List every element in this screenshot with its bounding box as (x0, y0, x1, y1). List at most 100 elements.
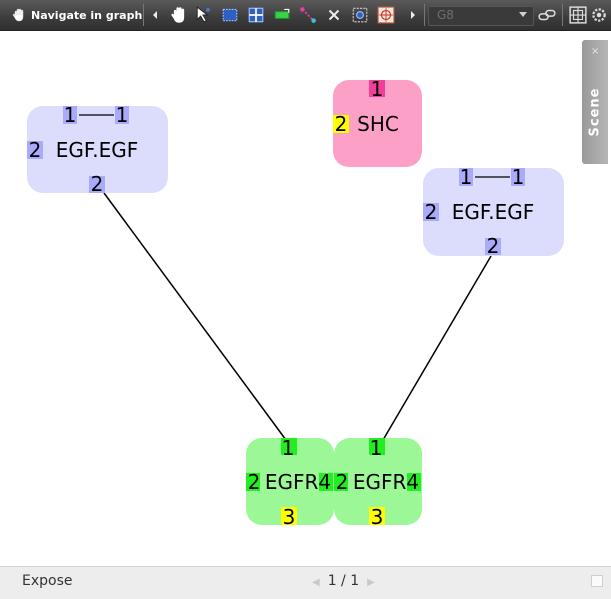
zoom-fit-icon (352, 7, 368, 23)
graph-edge[interactable] (103, 192, 287, 441)
page-indicator: 1 / 1 (327, 573, 360, 589)
site-marker (407, 473, 421, 491)
site-label: 1 (512, 165, 525, 189)
settings-icon (592, 8, 606, 22)
toolbar-separator (143, 4, 144, 26)
edge-tool-icon (274, 8, 290, 19)
prev-page-icon[interactable]: ◀ (312, 577, 320, 588)
site-marker (319, 473, 333, 491)
navigate-in-graph-button[interactable]: Navigate in graph (12, 5, 142, 25)
site-marker (369, 438, 385, 455)
node-body (333, 80, 422, 167)
frame-button[interactable] (569, 5, 587, 25)
site-marker (281, 507, 297, 525)
node-label: EGFR4 (265, 470, 331, 494)
site-marker (334, 473, 348, 491)
link-tool-button[interactable] (299, 5, 317, 25)
delete-button[interactable] (325, 5, 343, 25)
site-label: 1 (371, 77, 384, 101)
site-label: 1 (116, 103, 129, 127)
site-marker (459, 168, 473, 186)
node-body (423, 168, 564, 256)
node-egf-egf-2[interactable]: 1 1 2 2 EGF.EGF (423, 165, 564, 258)
toolbar-separator (424, 4, 425, 26)
site-label: 2 (335, 112, 348, 136)
select-tool-button[interactable] (195, 5, 213, 25)
right-arrow-icon (411, 11, 415, 19)
site-label: 2 (425, 200, 438, 224)
site-label: 3 (371, 505, 384, 529)
frame-icon (569, 6, 587, 24)
site-marker (423, 203, 439, 221)
node-label: SHC (357, 112, 399, 136)
chevron-down-icon (519, 12, 527, 17)
node-body (334, 438, 422, 525)
site-marker (369, 507, 385, 525)
site-marker (27, 141, 43, 159)
chain-link-button[interactable] (538, 5, 556, 25)
pager: ◀ 1 / 1 ▶ (304, 573, 383, 589)
site-marker (115, 106, 129, 124)
grid-select-button[interactable] (247, 5, 265, 25)
graph-select-value: G8 (437, 8, 454, 22)
center-button[interactable] (377, 5, 395, 25)
site-marker (485, 238, 501, 255)
select-arrow-icon (196, 6, 210, 23)
node-body (27, 106, 168, 193)
node-label: EGFR4 (353, 470, 419, 494)
link-tool-icon (300, 7, 316, 23)
node-egfr-2[interactable]: 1 2 EGFR4 3 (334, 436, 422, 529)
scroll-right-button[interactable] (408, 5, 418, 25)
site-label: 2 (336, 470, 349, 494)
rect-select-button[interactable] (221, 5, 239, 25)
settings-button[interactable] (590, 5, 608, 25)
site-marker (281, 438, 297, 455)
site-label: 1 (370, 436, 383, 460)
graph-edge[interactable] (382, 255, 492, 441)
next-page-icon[interactable]: ▶ (367, 577, 375, 588)
site-marker (511, 168, 525, 186)
toolbar-separator (562, 4, 563, 26)
node-egf-egf-1[interactable]: 1 1 2 2 EGF.EGF (27, 103, 168, 196)
node-label: EGF.EGF (452, 200, 534, 224)
site-label: 2 (248, 470, 261, 494)
scene-panel-tab[interactable]: × Scene (582, 40, 608, 164)
scene-tab-label: Scene (587, 87, 603, 137)
site-marker (369, 80, 385, 97)
node-label: EGF.EGF (56, 138, 138, 162)
site-label: 2 (487, 234, 500, 258)
chain-link-icon (538, 9, 556, 21)
hand-icon (12, 8, 24, 22)
close-icon (328, 9, 340, 21)
edge-tool-button[interactable] (273, 5, 291, 25)
site-label: 2 (29, 138, 42, 162)
site-marker (333, 115, 349, 133)
rect-select-icon (222, 8, 238, 22)
resize-box[interactable] (591, 575, 603, 587)
hand-icon (171, 7, 185, 23)
expose-button[interactable]: Expose (22, 573, 73, 589)
status-bar: Expose ◀ 1 / 1 ▶ (0, 566, 611, 599)
nav-label: Navigate in graph (31, 8, 143, 22)
graph-select[interactable]: G8 (428, 6, 534, 26)
site-marker (89, 176, 105, 193)
target-icon (377, 6, 395, 24)
site-label: 3 (283, 505, 296, 529)
scroll-left-button[interactable] (150, 5, 160, 25)
site-label: 1 (64, 103, 77, 127)
site-label: 2 (91, 172, 104, 196)
hand-tool-button[interactable] (170, 5, 188, 25)
node-egfr-1[interactable]: 1 2 EGFR4 3 (246, 436, 334, 529)
node-body (246, 438, 334, 525)
node-shc[interactable]: 1 2 SHC (333, 77, 422, 167)
zoom-fit-button[interactable] (351, 5, 369, 25)
site-label: 1 (460, 165, 473, 189)
site-label: 1 (282, 436, 295, 460)
grid-select-icon (248, 7, 264, 23)
left-arrow-icon (153, 11, 157, 19)
site-marker (63, 106, 77, 124)
close-icon[interactable]: × (591, 46, 600, 57)
toolbar: Navigate in graph (0, 0, 611, 31)
site-marker (246, 473, 260, 491)
